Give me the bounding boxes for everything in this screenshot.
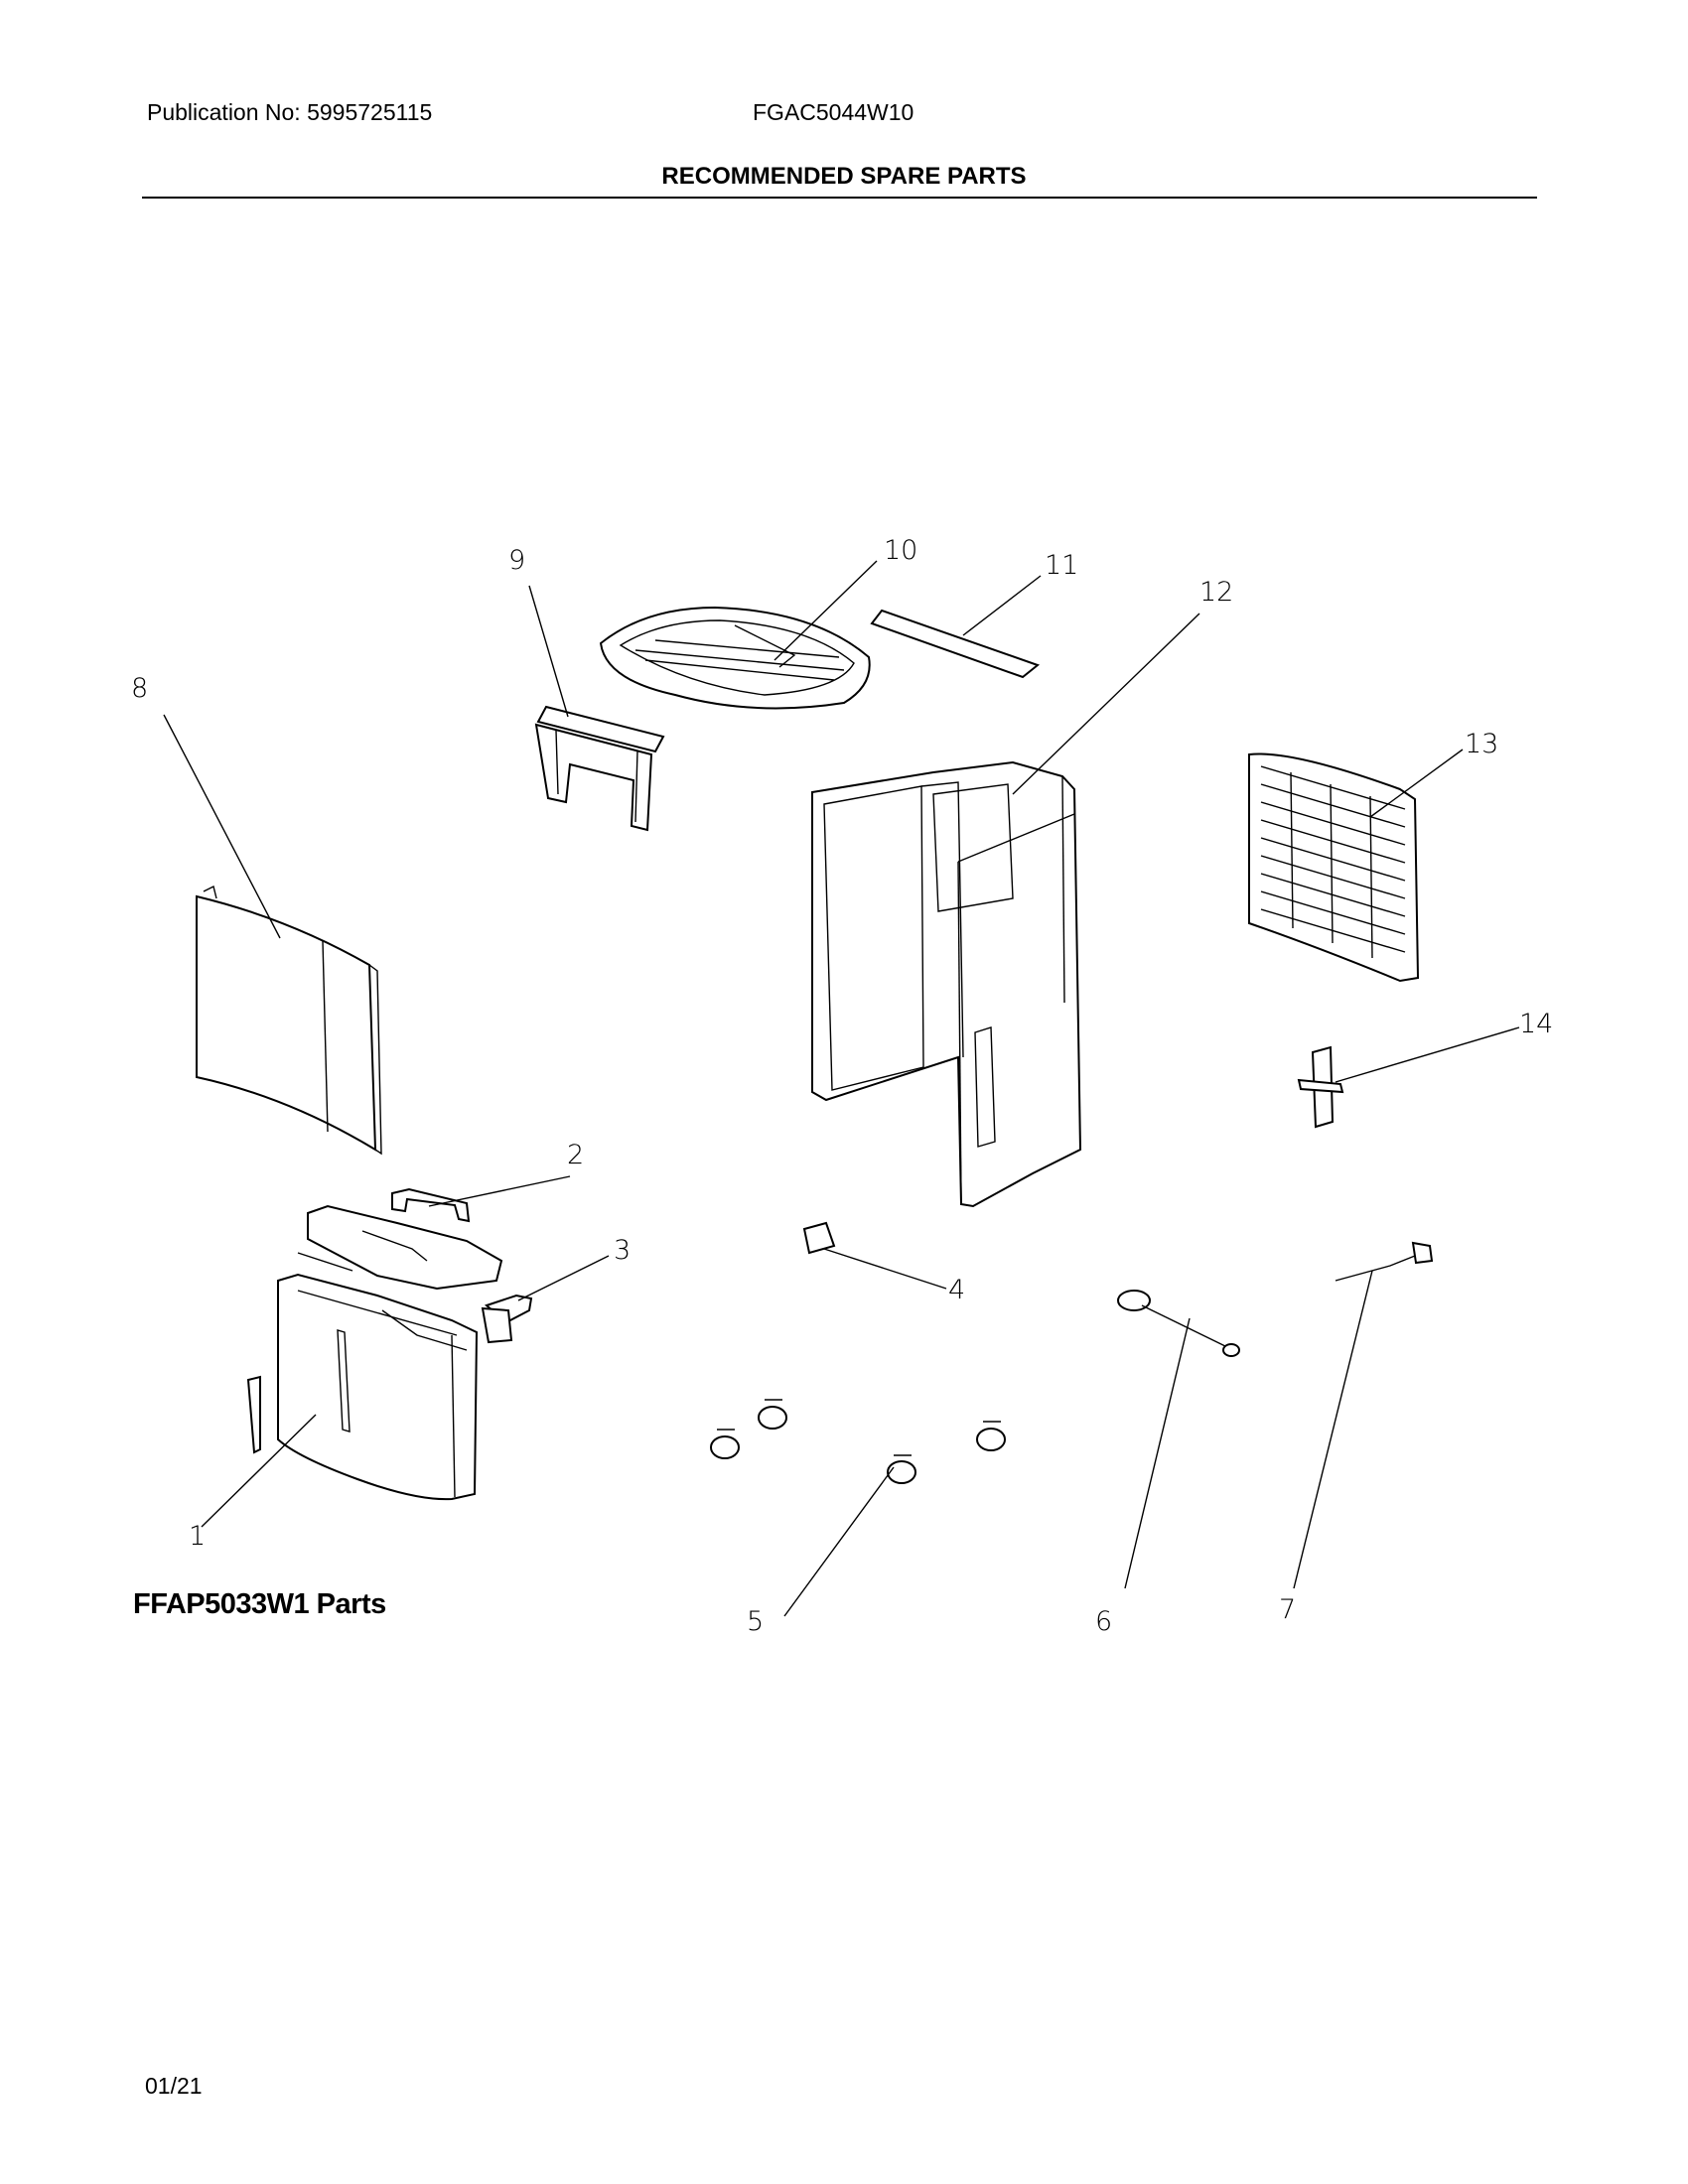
part-14-bracket (1297, 1045, 1344, 1129)
callout-5: 5 (747, 1606, 764, 1637)
callout-4: 4 (948, 1275, 965, 1305)
part-11-label-strip (870, 609, 1041, 679)
leader-lines (163, 560, 1520, 1617)
callout-3: 3 (614, 1235, 631, 1266)
callout-11: 11 (1045, 550, 1078, 581)
part-4-switch (802, 1221, 836, 1255)
part-5-casters (710, 1399, 1006, 1484)
part-3-float-assembly (297, 1204, 533, 1344)
page-title: RECOMMENDED SPARE PARTS (661, 163, 1027, 190)
callout-10: 10 (884, 535, 917, 566)
parts-model-label: FFAP5033W1 Parts (133, 1588, 386, 1620)
callout-numbers: 1 2 3 4 5 6 7 8 9 10 11 12 13 14 (131, 535, 1553, 1637)
callout-14: 14 (1519, 1009, 1553, 1039)
part-6-shaft (1117, 1290, 1240, 1357)
callout-2: 2 (567, 1140, 584, 1170)
callout-8: 8 (131, 673, 148, 704)
publication-number: Publication No: 5995725115 (147, 99, 433, 125)
callout-9: 9 (508, 545, 525, 576)
callout-1: 1 (189, 1521, 206, 1552)
callout-6: 6 (1095, 1606, 1112, 1637)
part-8-front-panel (196, 885, 382, 1156)
callout-7: 7 (1279, 1594, 1296, 1625)
callout-12: 12 (1199, 577, 1233, 608)
part-12-cabinet (811, 760, 1082, 1208)
callout-13: 13 (1465, 729, 1498, 759)
page-date: 01/21 (145, 2073, 203, 2099)
header-rule (142, 197, 1537, 199)
model-number: FGAC5044W10 (753, 99, 914, 125)
part-1-water-tank (246, 1273, 479, 1501)
part-2-handle (391, 1187, 471, 1223)
part-7-power-cord (1335, 1241, 1434, 1282)
part-10-top-cover (599, 606, 871, 710)
part-9-bracket (534, 705, 665, 832)
part-13-back-grille (1248, 752, 1420, 983)
